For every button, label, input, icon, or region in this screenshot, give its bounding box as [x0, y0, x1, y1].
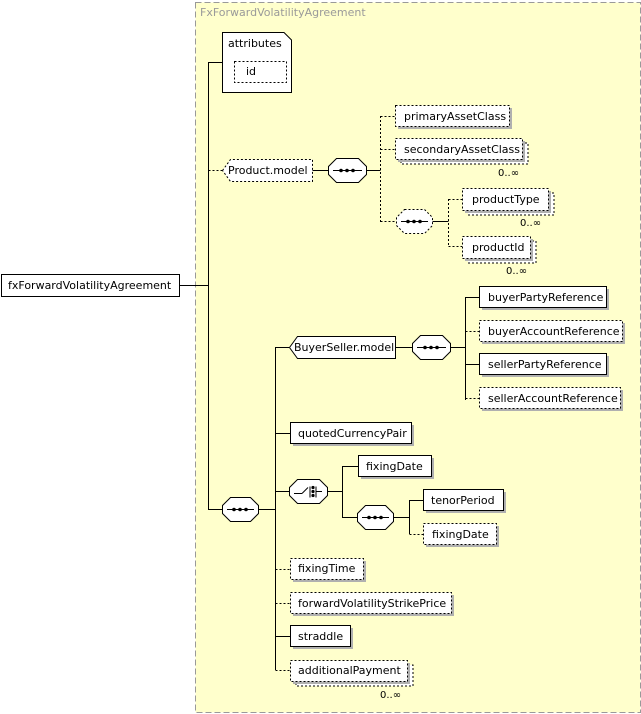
element-additional-payment[interactable]: additionalPayment	[290, 660, 414, 687]
element-buyer-account-reference[interactable]: buyerAccountReference	[479, 320, 626, 345]
main-sequence-icon	[222, 497, 259, 522]
attributes-box[interactable]: attributes id	[222, 32, 292, 93]
product-model-group[interactable]: Product.model	[221, 159, 313, 182]
element-fixing-date-optional[interactable]: fixingDate	[423, 523, 500, 548]
svg-text:fixingTime: fixingTime	[298, 562, 356, 575]
element-seller-party-reference[interactable]: sellerPartyReference	[479, 353, 610, 378]
element-buyer-party-reference[interactable]: buyerPartyReference	[479, 286, 610, 311]
container-title: FxForwardVolatilityAgreement	[200, 6, 366, 19]
element-forward-volatility-strike-price[interactable]: forwardVolatilityStrikePrice	[290, 592, 455, 617]
svg-text:buyerAccountReference: buyerAccountReference	[488, 325, 620, 338]
product-model-label: Product.model	[228, 164, 308, 177]
attributes-title: attributes	[228, 37, 282, 50]
element-tenor-period[interactable]: tenorPeriod	[423, 489, 507, 514]
svg-text:straddle: straddle	[298, 630, 343, 643]
svg-text:forwardVolatilityStrikePrice: forwardVolatilityStrikePrice	[298, 597, 446, 610]
buyer-seller-sequence-icon	[412, 335, 451, 360]
product-model-sequence-icon	[328, 158, 367, 183]
svg-text:secondaryAssetClass: secondaryAssetClass	[404, 143, 520, 156]
svg-text:productType: productType	[472, 193, 540, 206]
element-seller-account-reference[interactable]: sellerAccountReference	[479, 387, 624, 412]
svg-text:fixingDate: fixingDate	[366, 460, 423, 473]
choice-icon	[289, 479, 328, 504]
svg-text:productId: productId	[472, 241, 525, 254]
root-element-label: fxForwardVolatilityAgreement	[8, 279, 172, 292]
element-quoted-currency-pair[interactable]: quotedCurrencyPair	[290, 422, 415, 447]
svg-text:sellerPartyReference: sellerPartyReference	[488, 358, 602, 371]
cardinality-additional-payment: 0..∞	[380, 690, 401, 701]
cardinality-product-type: 0..∞	[520, 218, 541, 229]
cardinality-product-id: 0..∞	[506, 266, 527, 277]
connector-lines	[180, 62, 479, 671]
svg-text:fixingDate: fixingDate	[432, 528, 489, 541]
buyer-seller-model-label: BuyerSeller.model	[294, 341, 394, 354]
element-fixing-time[interactable]: fixingTime	[290, 558, 367, 583]
root-element[interactable]: fxForwardVolatilityAgreement	[1, 274, 180, 297]
attribute-id: id	[246, 65, 256, 78]
element-straddle[interactable]: straddle	[290, 625, 354, 650]
svg-text:quotedCurrencyPair: quotedCurrencyPair	[298, 427, 407, 440]
tenor-sequence-icon	[357, 505, 394, 530]
element-secondary-asset-class[interactable]: secondaryAssetClass	[395, 138, 529, 165]
svg-text:sellerAccountReference: sellerAccountReference	[488, 392, 618, 405]
element-primary-asset-class[interactable]: primaryAssetClass	[395, 105, 513, 130]
element-product-id[interactable]: productId	[462, 236, 537, 264]
svg-text:tenorPeriod: tenorPeriod	[431, 494, 495, 507]
buyer-seller-model-group[interactable]: BuyerSeller.model	[288, 336, 396, 359]
svg-text:additionalPayment: additionalPayment	[298, 664, 401, 677]
element-product-type[interactable]: productType	[462, 188, 555, 216]
svg-text:primaryAssetClass: primaryAssetClass	[404, 110, 506, 123]
cardinality-secondary-asset-class: 0..∞	[498, 168, 519, 179]
element-fixing-date[interactable]: fixingDate	[358, 455, 435, 480]
product-type-id-sequence-icon	[396, 209, 433, 234]
svg-text:buyerPartyReference: buyerPartyReference	[488, 291, 604, 304]
